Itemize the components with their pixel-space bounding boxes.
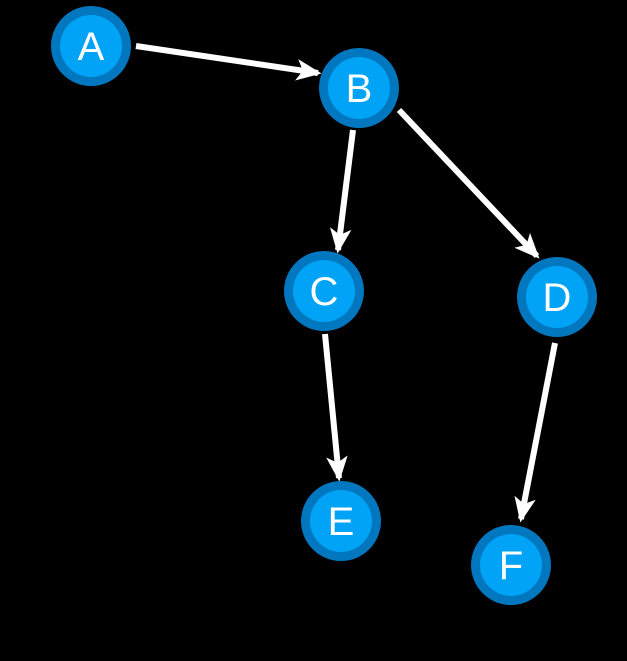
graph-edge-b-to-d[interactable] xyxy=(396,107,540,259)
node-core-d xyxy=(526,266,588,328)
nodes-layer: A B C D E F xyxy=(51,6,597,605)
node-core-f xyxy=(480,534,542,596)
node-label-e: E xyxy=(328,500,355,544)
graph-node-c[interactable]: C xyxy=(284,251,364,331)
node-core-a xyxy=(60,15,122,77)
node-label-a: A xyxy=(78,25,105,69)
edges-layer xyxy=(135,43,558,523)
graph-node-b[interactable]: B xyxy=(319,48,399,128)
node-label-f: F xyxy=(499,544,523,588)
graph-node-d[interactable]: D xyxy=(517,257,597,337)
graph-edge-d-to-f[interactable] xyxy=(514,342,558,523)
graph-edge-c-to-e[interactable] xyxy=(322,333,348,482)
node-core-c xyxy=(293,260,355,322)
graph-edge-a-to-b[interactable] xyxy=(135,43,322,81)
graph-node-f[interactable]: F xyxy=(471,525,551,605)
graph-node-e[interactable]: E xyxy=(301,481,381,561)
node-core-e xyxy=(310,490,372,552)
graph-edge-b-to-c[interactable] xyxy=(329,129,356,254)
node-core-b xyxy=(328,57,390,119)
node-label-c: C xyxy=(310,270,339,314)
node-label-b: B xyxy=(346,67,373,111)
node-label-d: D xyxy=(543,276,572,320)
graph-node-a[interactable]: A xyxy=(51,6,131,86)
